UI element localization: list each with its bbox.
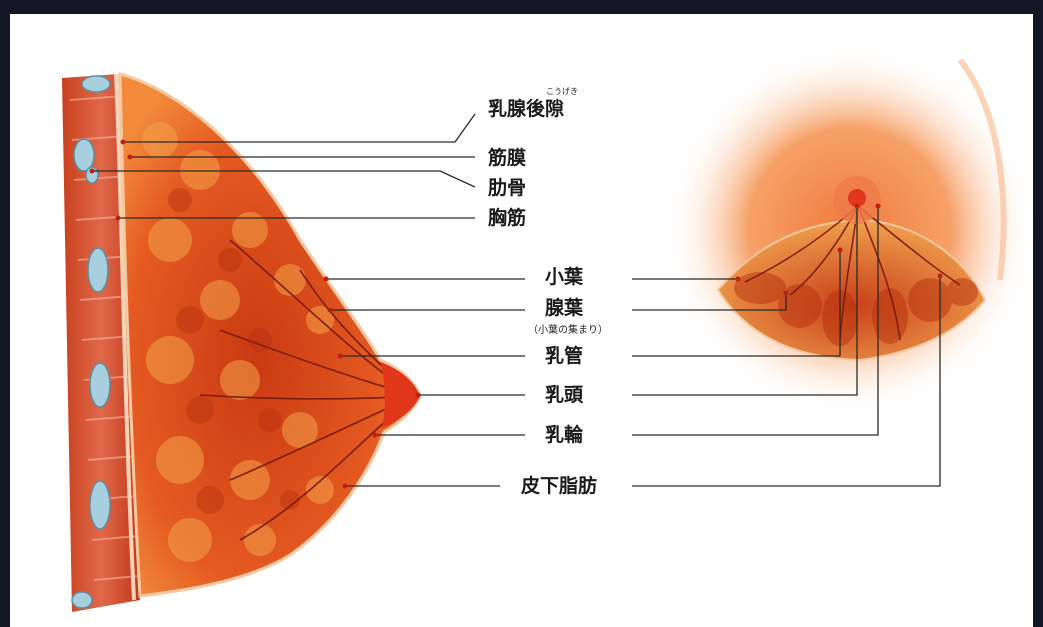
- label-lobule: 小葉: [545, 266, 583, 288]
- label-milk-duct: 乳管: [545, 345, 583, 367]
- label-nipple: 乳頭: [545, 384, 583, 406]
- label-fascia: 筋膜: [488, 147, 526, 169]
- label-lobe-note: （小葉の集まり）: [528, 321, 608, 336]
- cross-section-view: [62, 74, 420, 612]
- nipple: [380, 362, 420, 428]
- label-retromammary-space: 乳腺後隙: [488, 98, 564, 120]
- label-lobe: 腺葉: [545, 297, 583, 319]
- label-subcutaneous-fat: 皮下脂肪: [521, 475, 597, 497]
- label-areola: 乳輪: [545, 424, 583, 446]
- label-rib: 肋骨: [488, 177, 526, 199]
- frontal-view: [665, 45, 1035, 415]
- label-pectoral-muscle: 胸筋: [488, 207, 526, 229]
- retromammary-ruby: こうげき: [546, 86, 578, 97]
